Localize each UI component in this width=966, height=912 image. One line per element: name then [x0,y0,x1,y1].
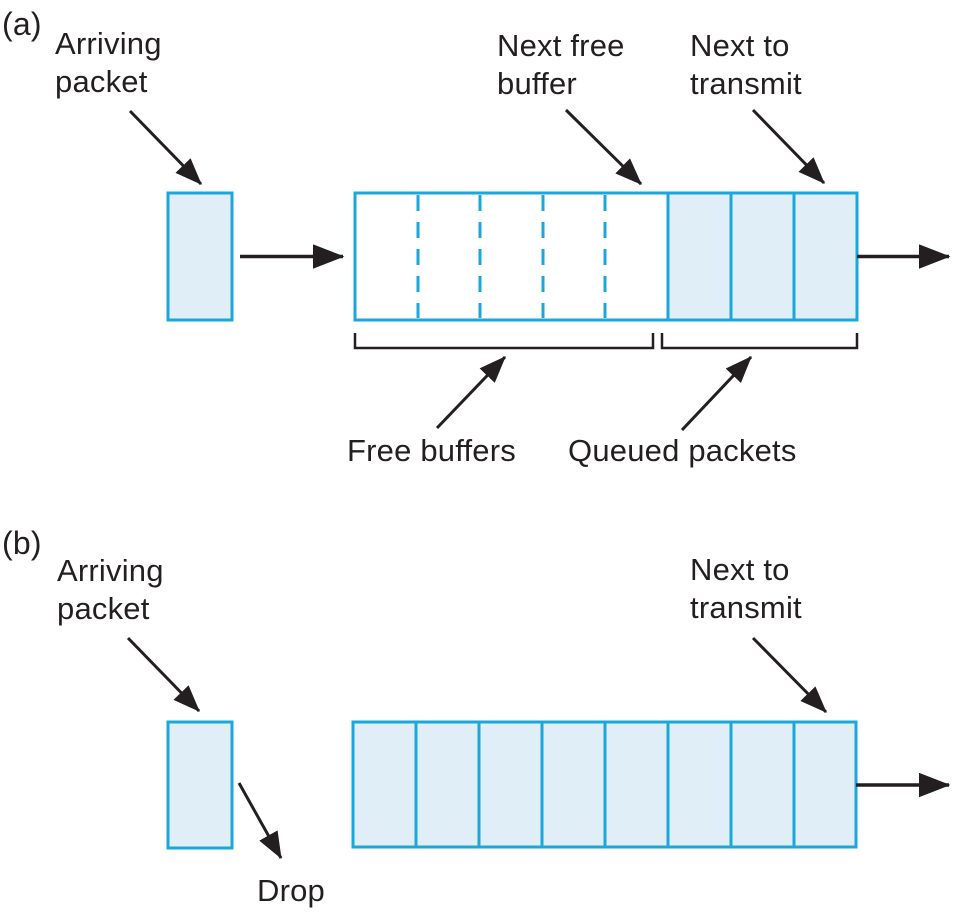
label-drop: Drop [257,873,325,908]
label-arriving-packet-a: Arriving packet [55,26,162,99]
arriving-packet-arrow-a [128,109,203,186]
label-free-buffers: Free buffers [347,433,516,468]
queued-packet-separators-a [666,193,796,320]
section-b-shapes [126,636,951,860]
label-next-to-transmit-a: Next to transmit [690,28,802,101]
arriving-packet-cell-a [166,191,234,322]
next-to-transmit-arrow-a [751,108,826,185]
drop-arrow [237,782,283,860]
arriving-packet-arrow-b [126,636,201,713]
section-a-tag: (a) [2,6,42,42]
queue-separators-b [414,722,796,847]
arriving-packet-cell-b [166,720,234,850]
next-free-buffer-arrow [564,108,643,186]
queued-packets-arrow [680,355,753,432]
free-buffer-separators-a [416,195,607,318]
section-a-shapes [128,108,951,432]
queued-packets-bracket [660,333,859,350]
label-arriving-packet-b: Arriving packet [57,553,164,626]
label-next-to-transmit-b: Next to transmit [690,552,802,625]
queued-region-fill-a [668,193,857,320]
section-b-tag: (b) [2,525,42,561]
free-buffers-bracket [353,333,655,350]
next-to-transmit-arrow-b [751,636,828,714]
label-next-free-buffer: Next free buffer [497,28,625,101]
free-buffers-arrow [435,355,507,430]
label-queued-packets: Queued packets [568,433,797,468]
